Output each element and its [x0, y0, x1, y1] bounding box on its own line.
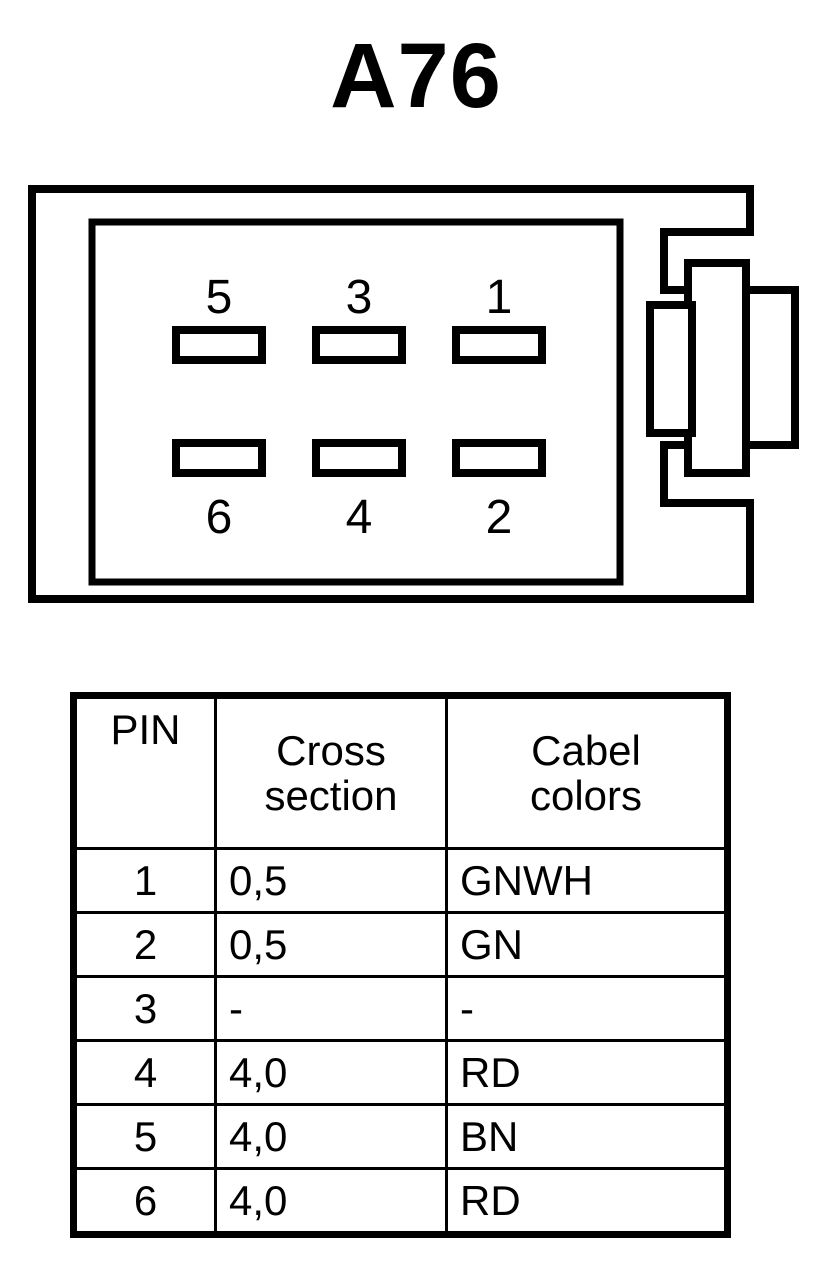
table-header-row: PIN Cross section Cabel colors [70, 692, 731, 850]
cell-pin: 4 [70, 1039, 217, 1106]
table-row: 4 4,0 RD [70, 1039, 731, 1106]
pin-slot-5 [172, 326, 266, 364]
table-row: 2 0,5 GN [70, 911, 731, 978]
pin-slot-6 [172, 439, 266, 477]
column-header-cross-section: Cross section [214, 692, 448, 850]
connector-inner-face [88, 218, 624, 586]
cell-cable-colors: RD [445, 1167, 731, 1238]
connector-diagram: 5 3 1 6 4 2 [28, 185, 808, 615]
cell-pin: 3 [70, 975, 217, 1042]
cell-pin: 6 [70, 1167, 217, 1238]
column-header-cable-colors-line1: Cabel [531, 726, 641, 774]
column-header-cable-colors: Cabel colors [445, 692, 731, 850]
column-header-cable-colors-line2: colors [529, 772, 643, 819]
cell-cross-section: 4,0 [214, 1167, 448, 1238]
cell-cable-colors: BN [445, 1103, 731, 1170]
pin-label-5: 5 [206, 271, 233, 324]
table-row: 5 4,0 BN [70, 1103, 731, 1170]
table-row: 1 0,5 GNWH [70, 847, 731, 914]
pin-slot-2 [452, 439, 546, 477]
column-header-pin: PIN [70, 692, 217, 850]
column-header-cross-section-line1: Cross [276, 726, 386, 774]
cell-cable-colors: - [445, 975, 731, 1042]
pin-label-3: 3 [346, 271, 373, 324]
cell-pin: 2 [70, 911, 217, 978]
column-header-pin-text: PIN [110, 706, 181, 753]
cell-cable-colors: GNWH [445, 847, 731, 914]
pin-slot-1 [452, 326, 546, 364]
table-row: 6 4,0 RD [70, 1167, 731, 1238]
pin-label-1: 1 [486, 271, 513, 324]
table-row: 3 - - [70, 975, 731, 1042]
page-title: A76 [330, 25, 502, 127]
cell-cross-section: 0,5 [214, 911, 448, 978]
pin-slot-4 [312, 439, 406, 477]
cell-cable-colors: GN [445, 911, 731, 978]
latch-tab-outer [684, 259, 750, 477]
column-header-cross-section-line2: section [264, 772, 398, 819]
pinout-table: PIN Cross section Cabel colors 1 0,5 GNW… [70, 692, 731, 1238]
pin-label-4: 4 [346, 491, 373, 544]
cell-pin: 5 [70, 1103, 217, 1170]
pin-label-2: 2 [486, 491, 513, 544]
pinout-table-container: PIN Cross section Cabel colors 1 0,5 GNW… [70, 692, 731, 1238]
latch-tab-inner [646, 301, 696, 437]
cell-cross-section: 0,5 [214, 847, 448, 914]
cell-cable-colors: RD [445, 1039, 731, 1106]
cell-cross-section: 4,0 [214, 1039, 448, 1106]
cell-pin: 1 [70, 847, 217, 914]
cell-cross-section: 4,0 [214, 1103, 448, 1170]
pin-label-6: 6 [206, 491, 233, 544]
cell-cross-section: - [214, 975, 448, 1042]
pin-slot-3 [312, 326, 406, 364]
